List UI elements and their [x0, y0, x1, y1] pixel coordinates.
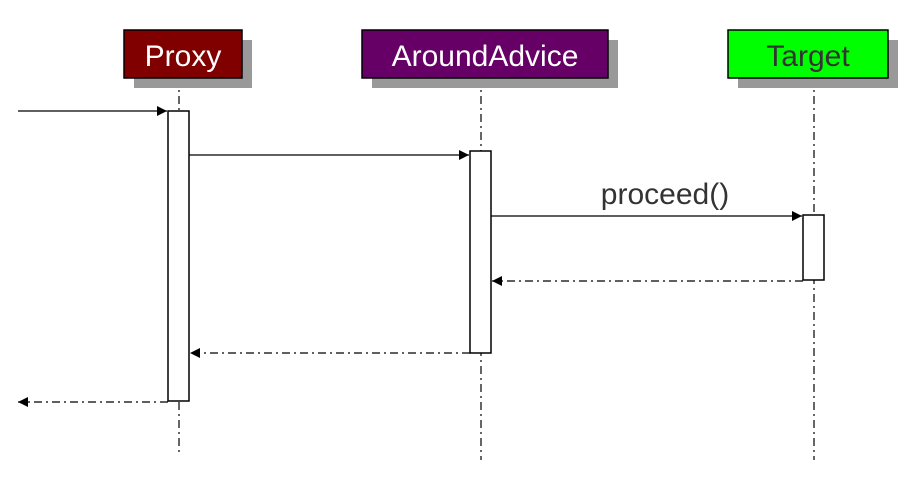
- participant-label: AroundAdvice: [392, 40, 579, 73]
- participant-box: [123, 29, 243, 79]
- message-label-proceed: proceed(): [601, 178, 729, 211]
- activation-bar-target: [802, 214, 825, 281]
- activation-bar-proxy: [167, 110, 190, 402]
- activation-bar-aroundadvice: [469, 150, 492, 354]
- participant-target: Target: [727, 29, 898, 88]
- participant-label: Target: [766, 40, 850, 73]
- participant-box: [361, 29, 609, 79]
- participant-box: [727, 29, 889, 79]
- participant-proxy: Proxy: [123, 29, 252, 88]
- participant-aroundadvice: AroundAdvice: [361, 29, 618, 88]
- participant-label: Proxy: [145, 40, 222, 73]
